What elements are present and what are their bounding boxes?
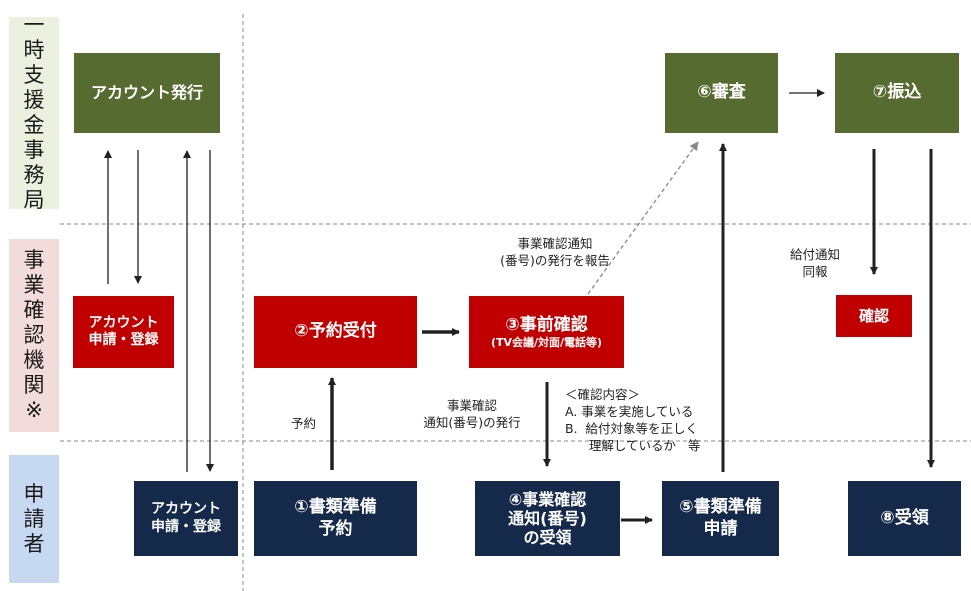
box-confirm: 確認 bbox=[836, 295, 912, 337]
lane-char: 時 bbox=[23, 38, 45, 62]
box-precheck: ③事前確認 (TV会議/対面/電話等) bbox=[469, 296, 624, 368]
box-receive-confirmation-notice: ④事業確認 通知(番号) の受領 bbox=[475, 481, 620, 556]
lane-char: 機 bbox=[23, 348, 45, 372]
box-agency-account-registration: アカウント 申請・登録 bbox=[73, 296, 174, 368]
lane-char: 務 bbox=[23, 163, 45, 187]
box-review: ⑥審査 bbox=[665, 53, 778, 133]
box-applicant-account-registration: アカウント 申請・登録 bbox=[134, 481, 238, 556]
lane-char: 関 bbox=[23, 373, 45, 397]
lane-char: 事 bbox=[23, 248, 45, 272]
lane-char: 支 bbox=[23, 63, 45, 87]
lane-char: 確 bbox=[23, 298, 45, 322]
note-check-contents: ＜確認内容＞ A. 事業を実施している B. 給付対象等を正しく 理解しているか… bbox=[565, 387, 701, 453]
lane-char: 請 bbox=[23, 506, 45, 531]
lane-label-confirmation-agency: 事業確認機関※ bbox=[9, 239, 59, 432]
note-issue-notice: 事業確認 通知(番号)の発行 bbox=[423, 398, 521, 430]
lane-char: 局 bbox=[23, 188, 45, 212]
box-receipt: ⑧受領 bbox=[848, 481, 961, 556]
lane-char: 申 bbox=[23, 481, 45, 506]
box-document-preparation-reservation: ①書類準備 予約 bbox=[254, 481, 417, 556]
lane-char: 事 bbox=[23, 138, 45, 162]
lane-char: 援 bbox=[23, 88, 45, 112]
note-payment-notice: 給付通知 同報 bbox=[789, 247, 840, 279]
note-report-issuance: 事業確認通知 (番号)の発行を報告 bbox=[500, 236, 610, 268]
lane-char: ※ bbox=[25, 398, 43, 422]
arrow-report-dashed bbox=[587, 141, 699, 295]
lane-char: 者 bbox=[23, 531, 45, 556]
box-document-preparation-apply: ⑤書類準備 申請 bbox=[662, 481, 779, 556]
box-reservation-received: ②予約受付 bbox=[254, 296, 417, 368]
note-reserve: 予約 bbox=[291, 416, 317, 431]
box-transfer: ⑦振込 bbox=[835, 53, 959, 133]
lane-label-support-office: 一時支援金事務局 bbox=[9, 13, 59, 212]
lane-char: 金 bbox=[23, 113, 45, 137]
box-account-issue: アカウント発行 bbox=[74, 53, 220, 133]
lane-char: 業 bbox=[23, 273, 45, 297]
lane-label-applicant: 申請者 bbox=[9, 455, 59, 583]
lane-char: 一 bbox=[23, 13, 45, 37]
lane-char: 認 bbox=[23, 323, 45, 347]
